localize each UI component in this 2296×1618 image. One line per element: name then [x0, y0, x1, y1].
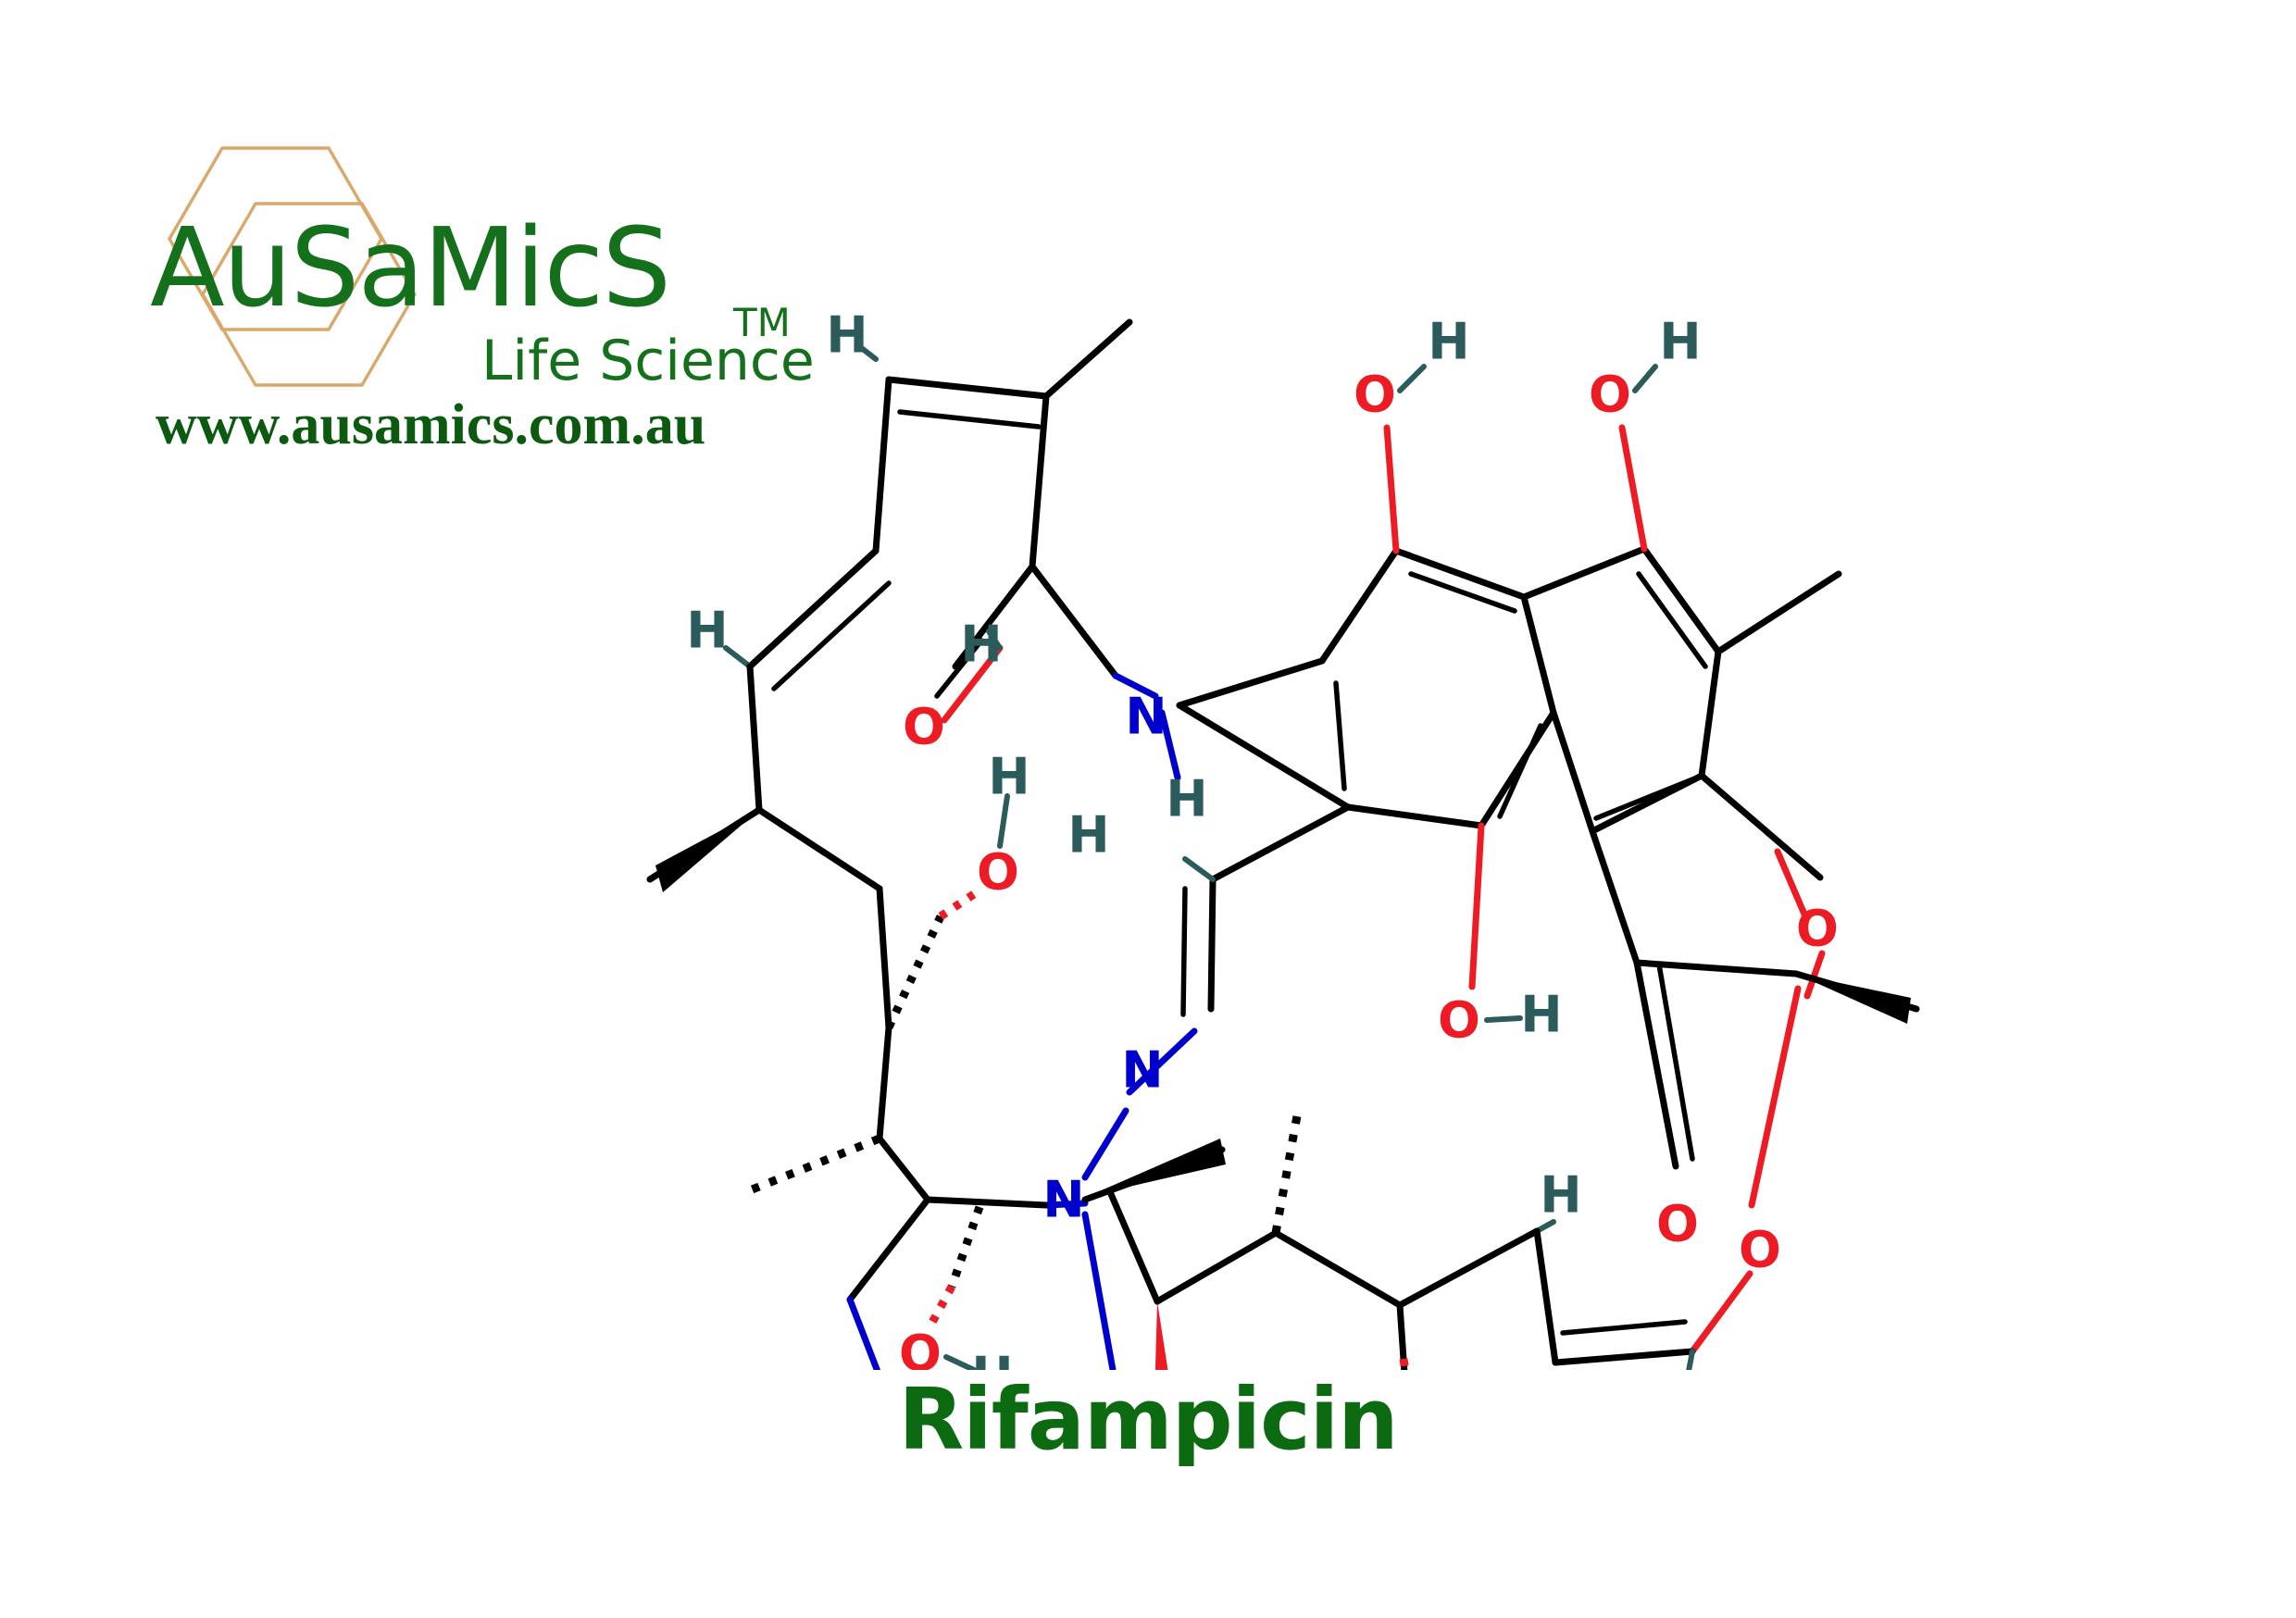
chemical-structure-diagram: .b { stroke:#000000; stroke-width:7; fil…: [611, 278, 2037, 1370]
bond-network: [646, 318, 1920, 1370]
rifampicin-structure-svg: .b { stroke:#000000; stroke-width:7; fil…: [646, 306, 1920, 1371]
atom-label-H: H: [1540, 1166, 1581, 1225]
brand-tagline: Life Science: [481, 329, 815, 393]
atom-label-O: O: [899, 1325, 942, 1371]
brand-logo: AuSaMicS TM Life Science: [130, 139, 815, 417]
atom-label-H: H: [1166, 770, 1207, 828]
atom-label-O: O: [1354, 366, 1396, 424]
atom-label-O: O: [977, 843, 1019, 902]
atom-label-H: H: [988, 748, 1029, 806]
atom-label-N: N: [1121, 1041, 1163, 1100]
atom-label-H: H: [826, 306, 867, 365]
atom-label-O: O: [903, 698, 945, 756]
atom-label-H: H: [1659, 313, 1701, 371]
atom-label-H: H: [1067, 806, 1109, 865]
atom-label-H: H: [1428, 313, 1469, 371]
atom-label-O: O: [1739, 1221, 1781, 1279]
atom-label-H: H: [1520, 986, 1562, 1044]
atom-label-O: O: [1438, 991, 1480, 1050]
brand-wordmark: AuSaMicS: [150, 204, 671, 331]
atom-label-H: H: [960, 616, 1002, 674]
atom-label-H: H: [686, 602, 728, 660]
atom-label-group: H H H O N H O H O H O H H N O H O O O N …: [686, 306, 1839, 1371]
atom-label-O: O: [1656, 1195, 1699, 1253]
hexagon-logo-icon: [168, 146, 417, 387]
atom-label-O: O: [1589, 366, 1631, 424]
atom-label-N: N: [1042, 1171, 1084, 1229]
website-url: www.ausamics.com.au: [156, 393, 706, 456]
atom-label-O: O: [1796, 900, 1839, 958]
trademark-symbol: TM: [733, 300, 791, 345]
compound-name-caption: Rifampicin: [898, 1370, 1398, 1469]
atom-label-N: N: [1125, 688, 1167, 746]
atom-label-H: H: [971, 1347, 1013, 1371]
